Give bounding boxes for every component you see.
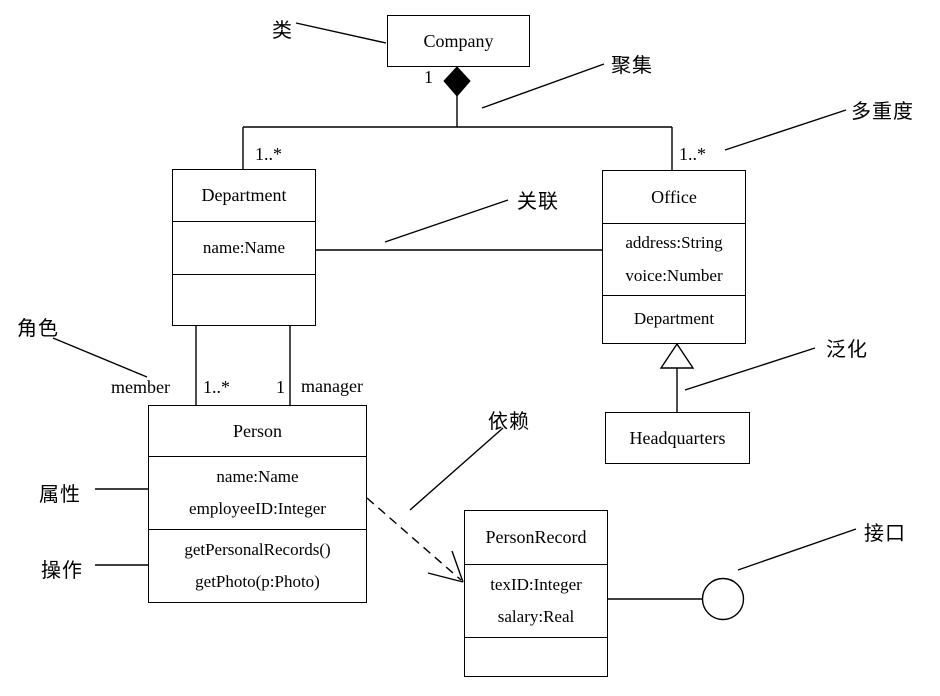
multiplicity-department: 1..* xyxy=(255,144,282,164)
annotation-multiplicity: 多重度 xyxy=(851,101,914,123)
class-box-person: Person name:Name employeeID:Integer getP… xyxy=(148,405,367,603)
operation-text: getPhoto(p:Photo) xyxy=(195,572,320,591)
interface-circle-icon xyxy=(701,577,745,621)
attributes-compartment: name:Name employeeID:Integer xyxy=(149,456,366,529)
class-name-text: Headquarters xyxy=(629,427,726,448)
class-name: Office xyxy=(603,171,745,223)
class-name-text: Department xyxy=(201,185,287,206)
multiplicity-company: 1 xyxy=(424,67,433,87)
annotation-interface: 接口 xyxy=(864,523,906,545)
callout-multiplicity-line xyxy=(724,109,847,151)
multiplicity-office: 1..* xyxy=(679,144,706,164)
attributes-compartment: name:Name xyxy=(173,221,315,274)
class-name: Department xyxy=(173,170,315,221)
role-member: member xyxy=(111,377,170,397)
attribute-text: name:Name xyxy=(216,466,299,486)
operation-text: Department xyxy=(633,309,715,329)
annotation-dependency: 依赖 xyxy=(488,411,530,433)
class-name: Person xyxy=(149,406,366,456)
annotation-attribute: 属性 xyxy=(39,484,81,506)
class-name-text: PersonRecord xyxy=(485,527,587,548)
class-box-headquarters: Headquarters xyxy=(605,412,750,464)
callout-generalization-line xyxy=(684,347,816,391)
class-box-personrecord: PersonRecord texID:Integer salary:Real xyxy=(464,510,608,677)
class-box-company: Company xyxy=(387,15,530,67)
class-name-text: Company xyxy=(423,30,494,51)
attribute-text: texID:Integer xyxy=(490,574,582,594)
callout-aggregation-line xyxy=(481,63,605,109)
class-box-office: Office address:String voice:Number Depar… xyxy=(602,170,746,344)
attribute-text: voice:Number xyxy=(625,265,723,285)
role-manager: manager xyxy=(301,376,363,396)
operations-compartment xyxy=(465,637,607,676)
generalization-triangle-icon xyxy=(659,342,695,369)
multiplicity-manager: 1 xyxy=(276,377,285,397)
class-box-department: Department name:Name xyxy=(172,169,316,326)
operations-compartment xyxy=(173,274,315,325)
callout-association-line xyxy=(384,199,509,243)
callout-class-line xyxy=(295,22,387,44)
operation-text: getPersonalRecords() xyxy=(184,539,331,559)
class-name: PersonRecord xyxy=(465,511,607,564)
annotation-generalization: 泛化 xyxy=(826,339,868,361)
annotation-role: 角色 xyxy=(17,318,59,340)
attribute-text: salary:Real xyxy=(497,607,575,626)
callout-interface-line xyxy=(737,528,857,571)
attribute-text: address:String xyxy=(625,233,723,253)
class-name: Company xyxy=(388,16,529,66)
dependency-arrowhead-upper xyxy=(451,550,464,583)
multiplicity-member: 1..* xyxy=(203,377,230,397)
aggregation-diamond-icon xyxy=(443,66,471,97)
operations-compartment: Department xyxy=(603,295,745,343)
attribute-text: name:Name xyxy=(202,237,286,257)
attributes-compartment: texID:Integer salary:Real xyxy=(465,564,607,637)
class-name-text: Person xyxy=(233,420,282,441)
attributes-compartment: address:String voice:Number xyxy=(603,223,745,295)
dependency-arrowhead-lower xyxy=(427,572,464,583)
annotation-aggregation: 聚集 xyxy=(611,55,653,77)
dependency-dashed-line xyxy=(366,497,462,581)
annotation-association: 关联 xyxy=(517,191,559,213)
class-name-text: Office xyxy=(651,186,697,207)
callout-dependency-line xyxy=(409,427,504,511)
annotation-operation: 操作 xyxy=(41,560,83,582)
operations-compartment: getPersonalRecords() getPhoto(p:Photo) xyxy=(149,529,366,602)
annotation-class: 类 xyxy=(272,20,293,42)
callout-role-line xyxy=(52,337,148,378)
class-name: Headquarters xyxy=(606,413,749,463)
attribute-text: employeeID:Integer xyxy=(189,499,326,518)
